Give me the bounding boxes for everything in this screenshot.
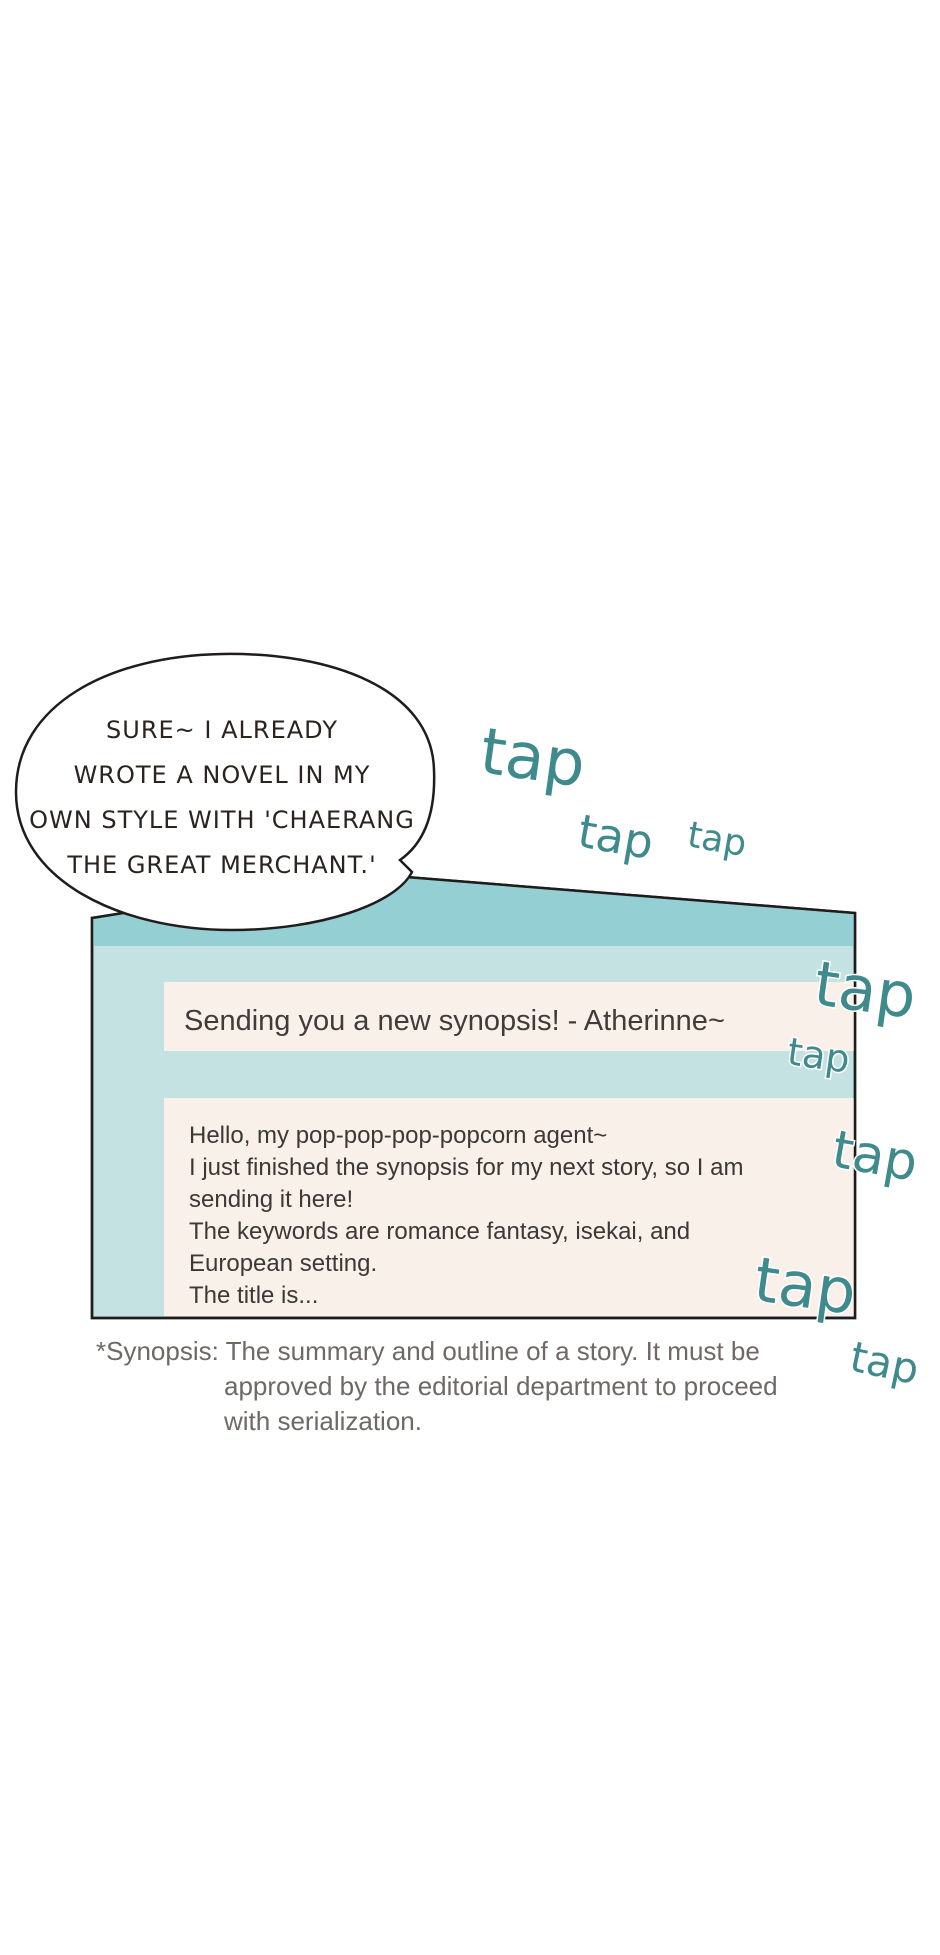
sfx-tap-3: tap: [684, 814, 749, 865]
footnote: *Synopsis: The summary and outline of a …: [96, 1336, 778, 1436]
speech-line-4: THE GREAT MERCHANT.': [66, 851, 376, 879]
body-line-4: The keywords are romance fantasy, isekai…: [189, 1218, 690, 1245]
speech-line-3: OWN STYLE WITH 'CHAERANG: [29, 806, 415, 834]
subject-text: Sending you a new synopsis! - Atherinne~: [184, 1005, 725, 1037]
body-line-2: I just finished the synopsis for my next…: [189, 1154, 743, 1181]
sfx-tap-5: tap: [785, 1029, 853, 1081]
footnote-line-2: approved by the editorial department to …: [224, 1371, 778, 1401]
body-line-1: Hello, my pop-pop-pop-popcorn agent~: [189, 1122, 607, 1149]
email-window: Sending you a new synopsis! - Atherinne~…: [90, 872, 857, 1320]
footnote-line-3: with serialization.: [223, 1406, 422, 1436]
speech-bubble-outline: [14, 652, 436, 932]
sfx-tap-8: tap: [846, 1332, 924, 1394]
footnote-line-1: *Synopsis: The summary and outline of a …: [96, 1336, 760, 1366]
sfx-tap-7: tap: [750, 1243, 861, 1329]
body-line-5: European setting.: [189, 1250, 377, 1277]
message-body-box: [164, 1098, 854, 1316]
subject-bar: [164, 982, 854, 1051]
speech-bubble: SURE~ I ALREADY WROTE A NOVEL IN MY OWN …: [14, 652, 436, 932]
sfx-tap-1: tap: [476, 715, 590, 803]
speech-line-1: SURE~ I ALREADY: [106, 716, 338, 744]
sound-effects: tap tap tap tap tap tap tap tap: [474, 713, 925, 1396]
sfx-tap-4: tap: [810, 947, 921, 1033]
sfx-tap-2: tap: [574, 804, 658, 870]
body-line-6: The title is...: [189, 1282, 318, 1309]
speech-line-2: WROTE A NOVEL IN MY: [74, 761, 371, 789]
body-line-3: sending it here!: [189, 1186, 353, 1213]
